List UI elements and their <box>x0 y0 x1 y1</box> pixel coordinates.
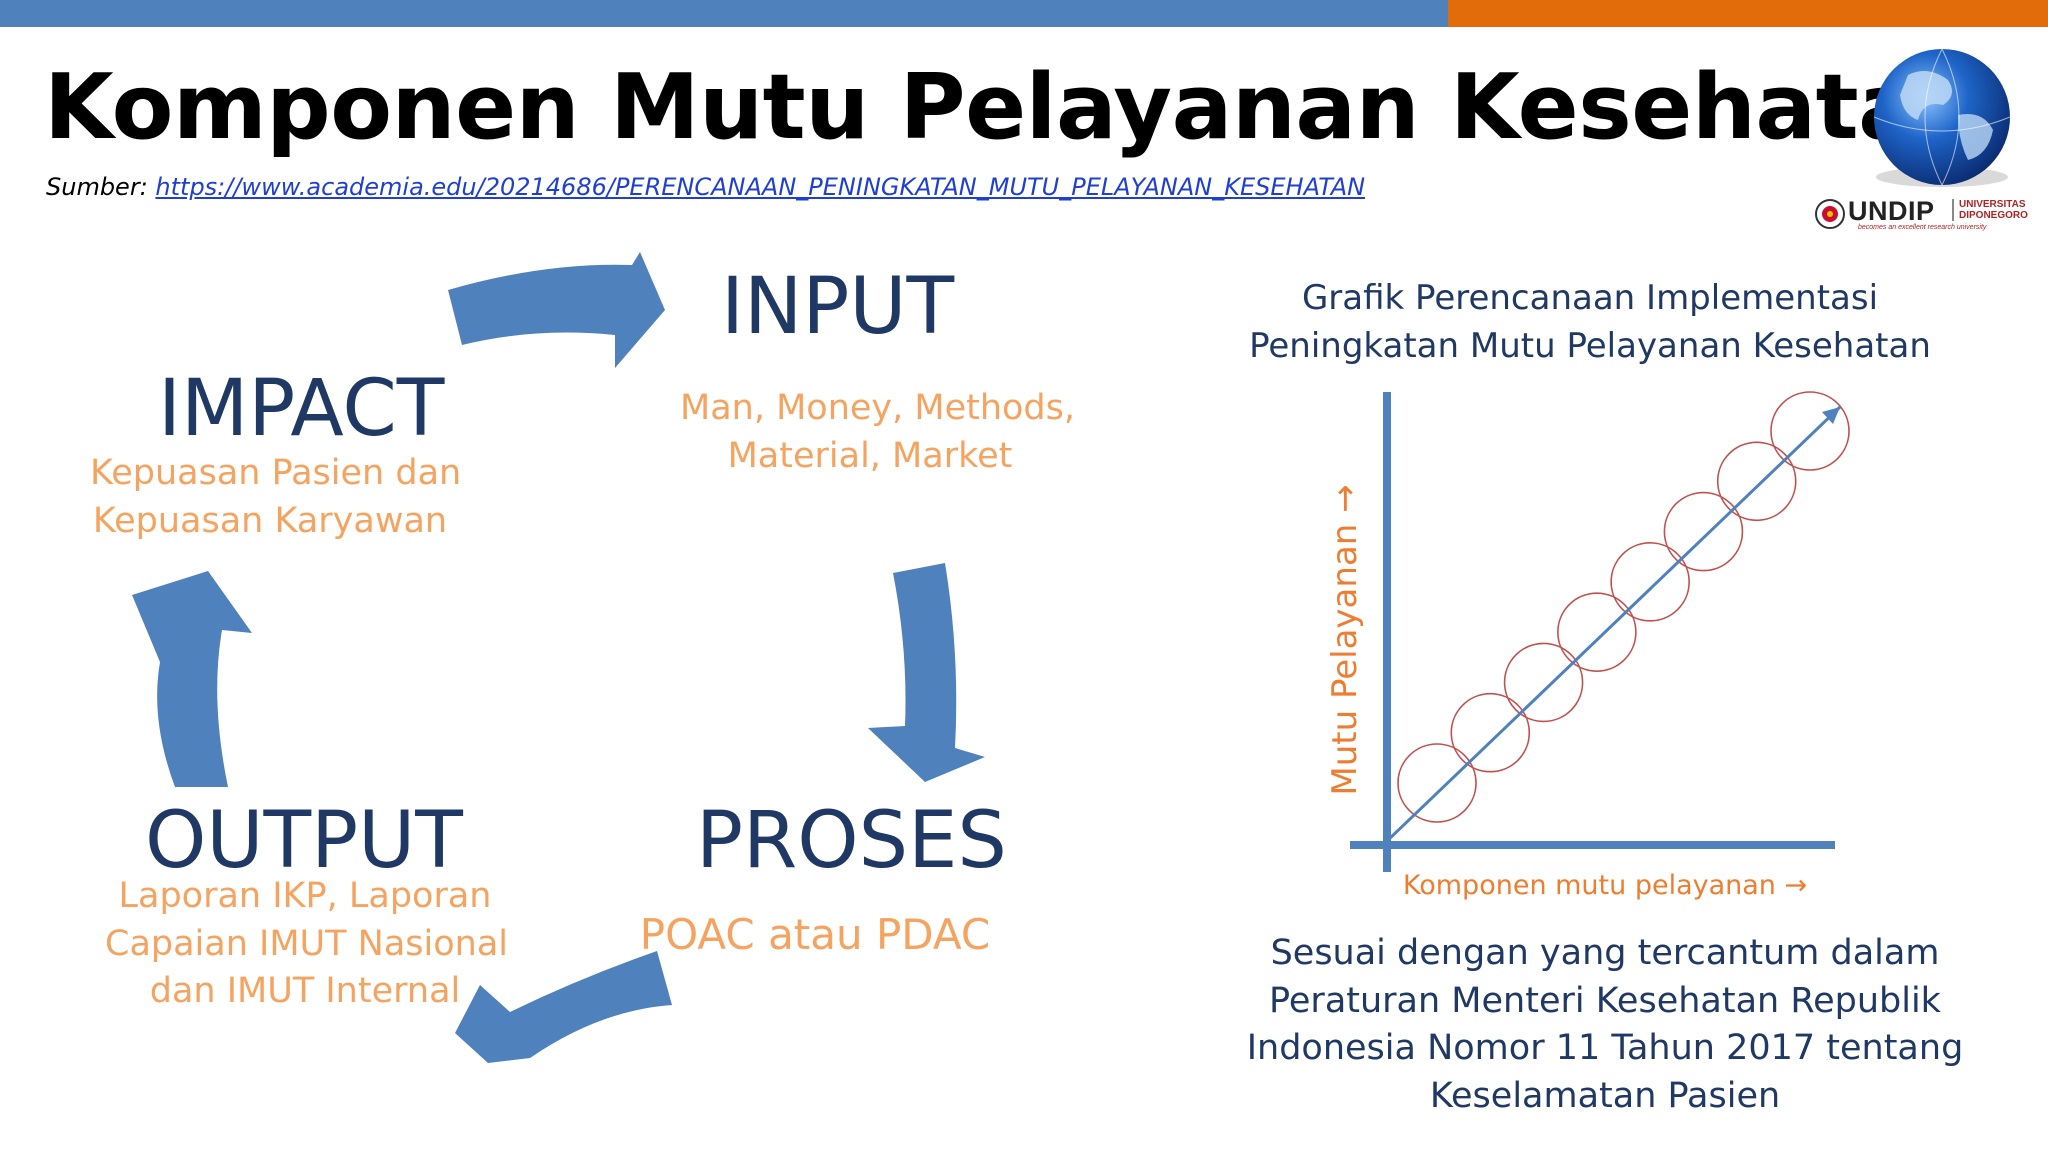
progress-circle <box>1716 441 1797 522</box>
chart-title-line-2: Peningkatan Mutu Pelayanan Kesehatan <box>1249 325 1931 366</box>
note-line-1: Sesuai dengan yang tercantum dalam <box>1270 933 1940 973</box>
arrow-proses-to-output <box>455 951 672 1063</box>
logo-university-line2: DIPONEGORO <box>1959 210 2028 221</box>
quality-chart <box>1350 391 1850 872</box>
progress-circle <box>1503 642 1584 723</box>
proses-description: POAC atau PDAC <box>630 906 1000 963</box>
progress-circles <box>1397 391 1850 823</box>
impact-title: IMPACT <box>158 364 445 454</box>
source-citation: Sumber: https://www.academia.edu/2021468… <box>46 173 1365 201</box>
source-link[interactable]: https://www.academia.edu/20214686/PERENC… <box>155 173 1366 201</box>
logo-brand: UNDIP <box>1848 196 1935 226</box>
trend-arrowhead <box>1822 407 1840 424</box>
arrow-impact-to-input <box>448 252 665 368</box>
input-line-2: Material, Market <box>727 435 1013 476</box>
note-line-3: Indonesia Nomor 11 Tahun 2017 tentang <box>1246 1028 1964 1069</box>
note-line-4: Keselamatan Pasien <box>1429 1075 1781 1116</box>
progress-circle <box>1770 391 1850 471</box>
logo <box>1815 48 2011 229</box>
output-line-3: dan IMUT Internal <box>149 971 461 1012</box>
top-bar-blue <box>0 0 1448 27</box>
regulation-note: Sesuai dengan yang tercantum dalam Perat… <box>1230 930 1980 1120</box>
logo-university: UNIVERSITAS DIPONEGORO <box>1952 199 2028 221</box>
output-line-1: Laporan IKP, Laporan <box>118 876 492 916</box>
proses-title: PROSES <box>696 796 1007 886</box>
progress-circle <box>1610 542 1690 622</box>
globe-icon <box>1873 48 2011 187</box>
logo-tagline: becomes an excellent research university <box>1858 224 1987 231</box>
logo-university-line1: UNIVERSITAS <box>1959 199 2026 210</box>
source-prefix: Sumber: <box>46 173 156 201</box>
input-line-1: Man, Money, Methods, <box>680 388 1075 428</box>
output-description: Laporan IKP, Laporan Capaian IMUT Nasion… <box>105 873 509 1016</box>
progress-circle <box>1450 692 1531 773</box>
y-axis-label: Mutu Pelayanan → <box>1325 484 1365 796</box>
seal-icon <box>1815 199 1845 229</box>
proses-line-1: POAC atau PDAC <box>639 910 991 959</box>
note-line-2: Peraturan Menteri Kesehatan Republik <box>1269 980 1941 1021</box>
chart-title: Grafik Perencanaan Implementasi Peningka… <box>1230 275 1950 370</box>
input-description: Man, Money, Methods, Material, Market <box>680 385 1075 480</box>
progress-circle <box>1397 743 1477 823</box>
progress-circle <box>1557 592 1637 672</box>
impact-line-2: Kepuasan Karyawan <box>92 500 448 541</box>
output-line-2: Capaian IMUT Nasional <box>105 923 509 964</box>
impact-line-1: Kepuasan Pasien dan <box>90 453 462 493</box>
input-title: INPUT <box>721 262 955 352</box>
arrow-output-to-impact <box>132 571 252 787</box>
top-bar-orange <box>1448 0 2048 27</box>
output-title: OUTPUT <box>145 796 463 886</box>
impact-description: Kepuasan Pasien dan Kepuasan Karyawan <box>90 450 462 545</box>
page-title: Komponen Mutu Pelayanan Kesehatan <box>44 55 1982 160</box>
trend-line <box>1385 405 1842 843</box>
x-axis-label: Komponen mutu pelayanan → <box>1402 870 1808 901</box>
arrow-input-to-proses <box>868 563 985 782</box>
progress-circle <box>1663 491 1744 572</box>
chart-title-line-1: Grafik Perencanaan Implementasi <box>1301 278 1879 318</box>
